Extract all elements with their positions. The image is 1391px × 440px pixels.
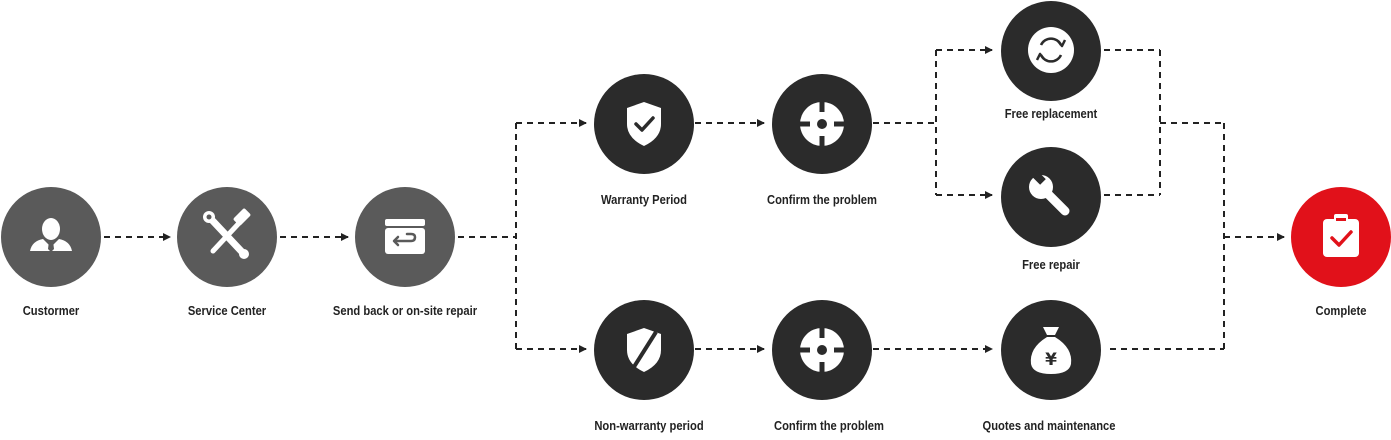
send-back-label: Send back or on-site repair bbox=[332, 303, 478, 318]
target-icon bbox=[798, 100, 846, 148]
service-center-node bbox=[177, 187, 277, 287]
user-icon bbox=[30, 218, 72, 252]
complete-label: Complete bbox=[1315, 303, 1367, 318]
customer-label: Custormer bbox=[22, 303, 80, 318]
service-center-label: Service Center bbox=[187, 303, 267, 318]
free-replacement-node bbox=[1001, 1, 1101, 101]
non-warranty-node bbox=[594, 300, 694, 400]
customer-node bbox=[1, 187, 101, 287]
money-bag-icon: ¥ bbox=[1030, 327, 1072, 374]
return-box-icon bbox=[385, 219, 425, 254]
free-replacement-label: Free replacement bbox=[1004, 106, 1098, 121]
warranty-node bbox=[594, 74, 694, 174]
non-warranty-label: Non-warranty period bbox=[594, 418, 704, 433]
wrench-icon bbox=[1029, 169, 1070, 216]
clipboard-check-icon bbox=[1323, 214, 1359, 257]
svg-text:¥: ¥ bbox=[1045, 350, 1057, 370]
target-icon bbox=[798, 326, 846, 374]
confirm-problem-nonwarranty-label: Confirm the problem bbox=[774, 418, 884, 433]
shield-off-icon bbox=[627, 328, 661, 372]
confirm-problem-warranty-label: Confirm the problem bbox=[767, 192, 877, 207]
complete-node bbox=[1291, 187, 1391, 287]
free-repair-label: Free repair bbox=[1022, 257, 1080, 272]
shield-check-icon bbox=[627, 102, 661, 146]
send-back-node bbox=[355, 187, 455, 287]
quotes-label: Quotes and maintenance bbox=[982, 418, 1116, 433]
quotes-node: ¥ bbox=[1001, 300, 1101, 400]
refresh-icon bbox=[1028, 27, 1074, 73]
confirm-problem-warranty-node bbox=[772, 74, 872, 174]
confirm-problem-nonwarranty-node bbox=[772, 300, 872, 400]
free-repair-node bbox=[1001, 147, 1101, 247]
warranty-label: Warranty Period bbox=[601, 192, 687, 207]
tools-icon bbox=[203, 208, 251, 259]
